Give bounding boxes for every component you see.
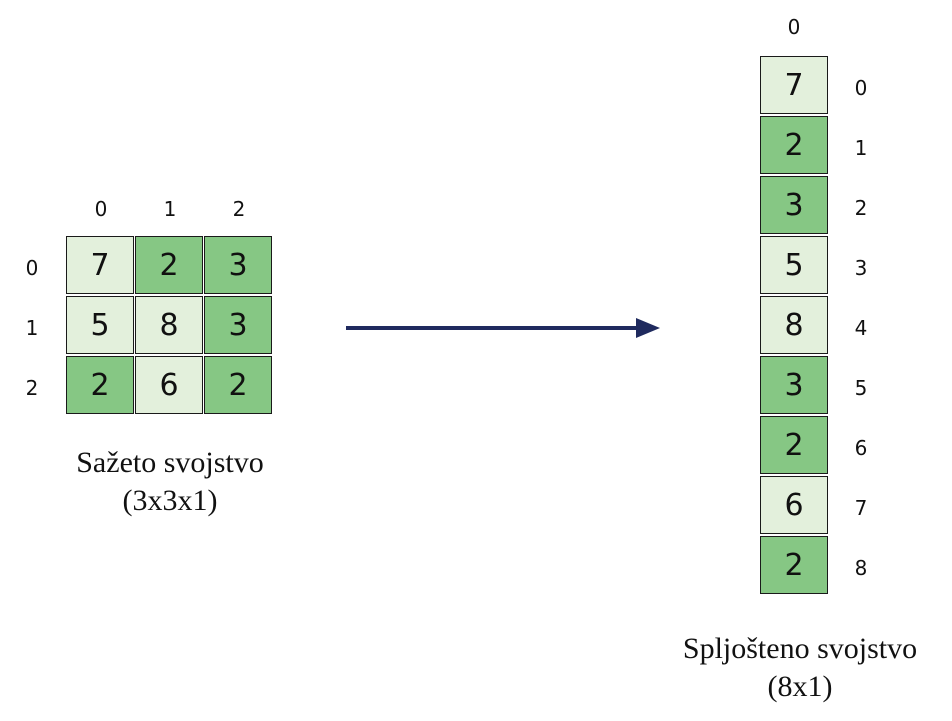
matrix-cell: 5: [66, 296, 134, 354]
vector-cell: 8: [760, 296, 828, 354]
vector-cell: 3: [760, 356, 828, 414]
vector-cell: 7: [760, 56, 828, 114]
vector-cell: 6: [760, 476, 828, 534]
vector-row-index: 0: [854, 76, 868, 100]
matrix-cell: 2: [204, 356, 272, 414]
vector-caption: Spljošteno svojstvo (8x1): [650, 630, 950, 706]
matrix-caption: Sažeto svojstvo (3x3x1): [40, 444, 300, 520]
vector-row-index: 3: [854, 256, 868, 280]
matrix-row-index: 2: [25, 376, 39, 400]
vector-row-index: 2: [854, 196, 868, 220]
matrix-col-index: 0: [94, 197, 108, 221]
vector-row-index: 5: [854, 376, 868, 400]
vector-row-index: 8: [854, 556, 868, 580]
vector-caption-title: Spljošteno svojstvo: [682, 632, 918, 665]
matrix-col-index: 1: [163, 197, 177, 221]
matrix-cell: 7: [66, 236, 134, 294]
matrix-caption-shape: (3x3x1): [122, 484, 218, 517]
vector-row-index: 7: [854, 496, 868, 520]
matrix-cell: 3: [204, 236, 272, 294]
vector-cell: 3: [760, 176, 828, 234]
vector-col-index: 0: [787, 15, 801, 39]
matrix-cell: 2: [135, 236, 203, 294]
matrix-row-index: 0: [25, 256, 39, 280]
matrix-cell: 6: [135, 356, 203, 414]
matrix-cell: 8: [135, 296, 203, 354]
matrix-caption-title: Sažeto svojstvo: [76, 446, 264, 479]
vector-row-index: 1: [854, 136, 868, 160]
vector-caption-shape: (8x1): [767, 670, 833, 703]
vector-cell: 5: [760, 236, 828, 294]
matrix-cell: 2: [66, 356, 134, 414]
matrix-cell: 3: [204, 296, 272, 354]
arrow-right-icon: [346, 318, 660, 338]
vector-cell: 2: [760, 116, 828, 174]
vector-cell: 2: [760, 416, 828, 474]
vector-cell: 2: [760, 536, 828, 594]
matrix-col-index: 2: [232, 197, 246, 221]
vector-row-index: 6: [854, 436, 868, 460]
matrix-row-index: 1: [25, 316, 39, 340]
vector-row-index: 4: [854, 316, 868, 340]
